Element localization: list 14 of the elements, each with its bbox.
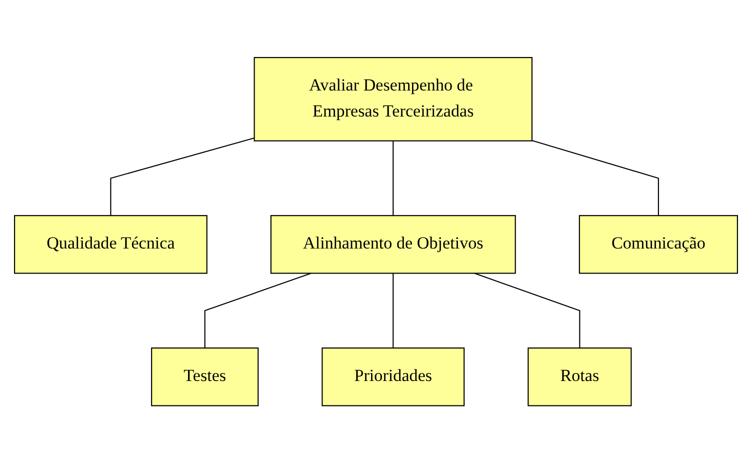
tree-diagram: Avaliar Desempenho de Empresas Terceirizadas Qualidade Técnica Alinhamento de Objetivos Comunicação Testes Prioridades Rotas xyxy=(6,48,746,414)
connector xyxy=(392,140,394,216)
connector xyxy=(474,272,580,348)
connector xyxy=(392,273,394,348)
node-box xyxy=(254,56,533,142)
node-box xyxy=(14,214,208,274)
connector xyxy=(532,140,659,216)
connector xyxy=(110,137,254,216)
node-box xyxy=(322,347,465,406)
node-box xyxy=(528,347,632,406)
node-box xyxy=(270,214,516,274)
node-box xyxy=(151,347,259,406)
node-box xyxy=(578,214,738,274)
connector xyxy=(204,272,312,348)
